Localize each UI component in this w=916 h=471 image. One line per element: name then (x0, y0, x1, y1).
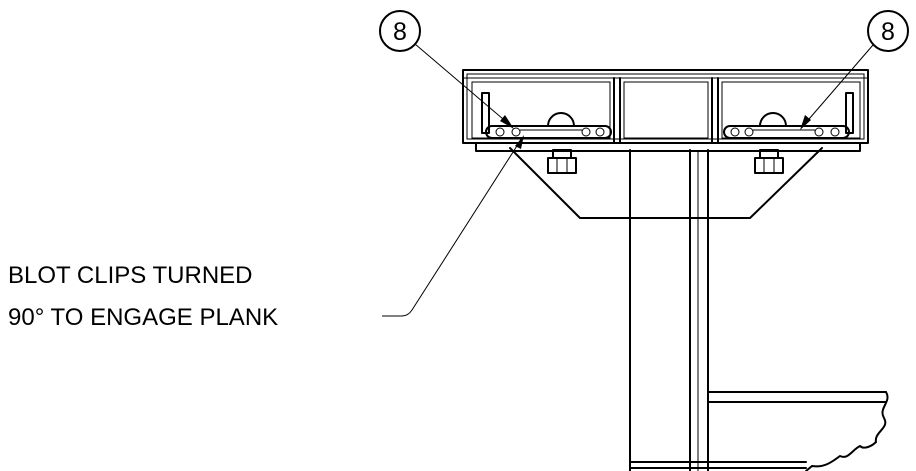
callout-label-right: 8 (881, 18, 895, 46)
bolt-left (547, 149, 577, 174)
break-line (805, 391, 889, 471)
vertical-post (629, 149, 709, 471)
note-line-2: 90° TO ENGAGE PLANK (8, 304, 278, 331)
note-line-1: BLOT CLIPS TURNED (8, 262, 253, 289)
bolt-clip-right (723, 92, 854, 139)
bolt-clip-left (481, 92, 612, 139)
base-plate (475, 142, 861, 152)
bolt-right (754, 149, 784, 174)
callout-label-left: 8 (393, 18, 407, 46)
note-leader (382, 135, 524, 317)
lower-member (629, 391, 889, 471)
plank-extrusion (462, 69, 869, 144)
callout-balloon-right: 8 (800, 10, 909, 130)
callout-balloon-left: 8 (379, 10, 514, 129)
